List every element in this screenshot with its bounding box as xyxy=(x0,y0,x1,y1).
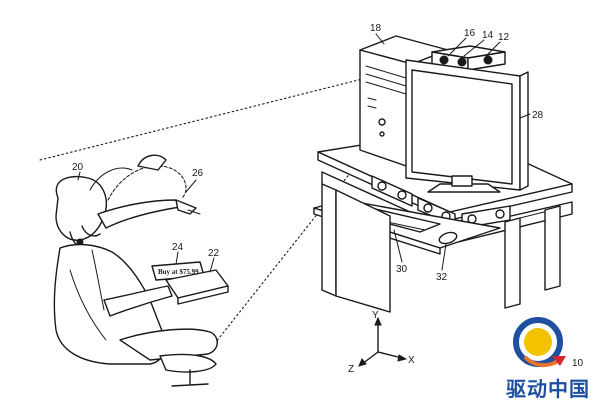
ref-28: 28 xyxy=(532,110,544,121)
mouse xyxy=(438,231,458,245)
watermark-logo: 10 驱动中国 xyxy=(506,317,590,401)
user-raised-arm xyxy=(97,199,187,229)
ref-32: 32 xyxy=(436,272,448,283)
desk-side-panel xyxy=(335,189,391,313)
speaker-bar xyxy=(371,175,511,229)
gesture-trail xyxy=(107,165,187,201)
camera-lens-14 xyxy=(457,57,467,67)
desk-leg-right-back xyxy=(544,205,561,291)
axis-label-x: X xyxy=(408,355,415,366)
ref-20: 20 xyxy=(72,162,84,173)
chair-seat xyxy=(159,353,217,373)
ref-16: 16 xyxy=(464,28,476,39)
side-table xyxy=(165,269,229,305)
ref-18: 18 xyxy=(370,23,382,34)
desk-leg-right-front xyxy=(504,217,521,309)
user-figure xyxy=(53,154,218,387)
camera-lens-12 xyxy=(483,55,493,65)
user-head xyxy=(55,175,107,241)
monitor-neck xyxy=(451,175,473,187)
x-axis xyxy=(377,351,403,359)
user-legs xyxy=(119,328,218,361)
camera-lens-16 xyxy=(439,55,449,65)
gesture-hand-ghost xyxy=(137,154,167,171)
monitor-screen xyxy=(411,69,513,185)
fov-line-bottom xyxy=(207,197,331,353)
reference-numerals: 18 16 14 12 28 20 26 24 22 30 32 xyxy=(72,23,544,283)
desk-leg-left-front xyxy=(321,183,337,297)
ref-30: 30 xyxy=(396,264,408,275)
coordinate-axes: Y X Z xyxy=(348,310,415,375)
ref-12: 12 xyxy=(498,32,510,43)
ref-24: 24 xyxy=(172,242,184,253)
leader-lines xyxy=(77,33,531,273)
desk xyxy=(313,129,573,313)
axis-label-y: Y xyxy=(372,310,379,321)
ref-22: 22 xyxy=(208,248,220,259)
sign-text: Buy at $75.99 xyxy=(158,268,199,276)
user-lower-arm xyxy=(103,285,173,317)
monitor-side xyxy=(519,71,529,191)
axis-label-z: Z xyxy=(348,364,354,375)
tower-front xyxy=(359,49,413,169)
ref-26: 26 xyxy=(192,168,204,179)
monitor xyxy=(405,59,529,193)
ref-14: 14 xyxy=(482,30,494,41)
watermark-text: 驱动中国 xyxy=(506,377,590,401)
ref-10: 10 xyxy=(572,358,584,369)
